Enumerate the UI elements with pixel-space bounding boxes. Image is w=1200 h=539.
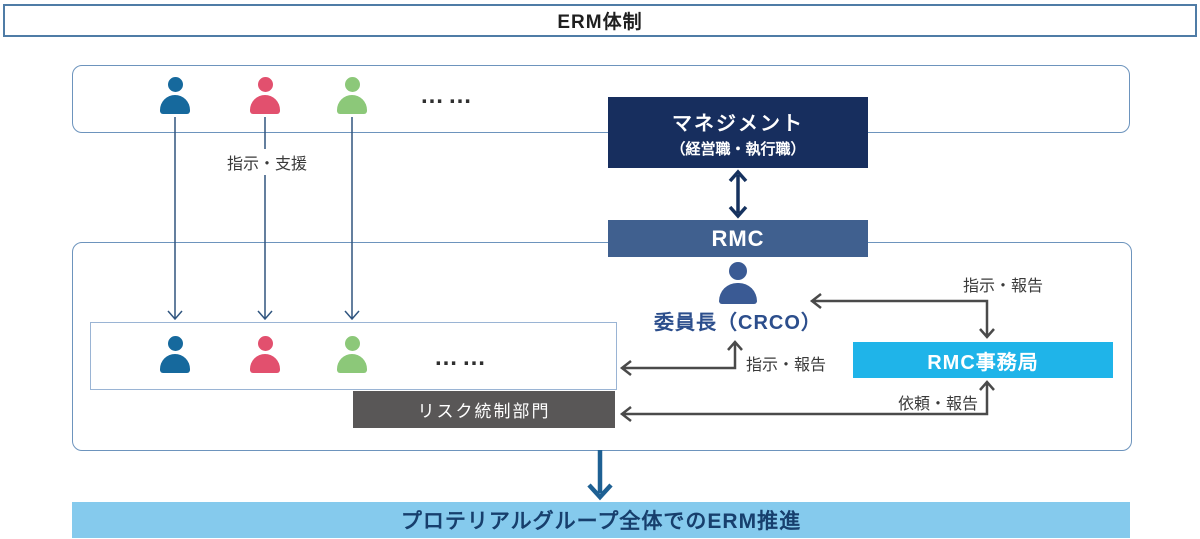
person-body xyxy=(337,95,367,114)
rmc-box: RMC xyxy=(608,220,868,257)
ellipsis-dots-lower: …… xyxy=(434,344,490,371)
management-title: マネジメント xyxy=(672,112,804,135)
group-companies-top-container xyxy=(72,65,1130,133)
person-head xyxy=(729,262,747,280)
management-rmc-double-arrow xyxy=(728,169,748,219)
rmc-office-label: RMC事務局 xyxy=(927,351,1039,374)
person-head xyxy=(167,77,183,92)
person-head xyxy=(257,77,273,92)
management-subtitle: （経営職・執行職） xyxy=(670,140,806,158)
rmc-label: RMC xyxy=(711,225,765,251)
management-box: マネジメント （経営職・執行職） xyxy=(608,97,868,168)
person-body xyxy=(160,95,190,114)
person-icon-green-lower xyxy=(335,336,369,373)
chairman-label: 委員長（CRCO） xyxy=(654,312,822,334)
person-icon-pink-lower xyxy=(248,336,282,373)
diagram-title: ERM体制 xyxy=(3,4,1197,37)
person-icon-chairman xyxy=(716,262,760,304)
person-icon-pink-top xyxy=(248,77,282,114)
instruction-support-label: 指示・支援 xyxy=(222,149,313,175)
person-icon-blue-lower xyxy=(158,336,192,373)
office-dept-arrow-label: 依頼・報告 xyxy=(898,396,979,413)
erm-promotion-label: プロテリアルグループ全体でのERM推進 xyxy=(400,510,802,533)
person-head xyxy=(344,77,360,92)
erm-promotion-bar: プロテリアルグループ全体でのERM推進 xyxy=(72,502,1130,538)
person-body xyxy=(160,354,190,373)
rmc-office-box: RMC事務局 xyxy=(853,342,1113,378)
risk-control-dept-label: リスク統制部門 xyxy=(417,402,551,421)
chairman-office-arrow-label: 指示・報告 xyxy=(963,278,1044,295)
ellipsis-dots-top: …… xyxy=(420,82,476,109)
person-body xyxy=(250,354,280,373)
dept-chairman-arrow-label: 指示・報告 xyxy=(746,357,827,374)
person-head xyxy=(167,336,183,351)
person-body xyxy=(719,283,757,304)
person-body xyxy=(337,354,367,373)
person-head xyxy=(344,336,360,351)
person-head xyxy=(257,336,273,351)
person-icon-blue-top xyxy=(158,77,192,114)
person-body xyxy=(250,95,280,114)
person-icon-green-top xyxy=(335,77,369,114)
diagram-title-text: ERM体制 xyxy=(557,12,643,33)
erm-promotion-arrow xyxy=(587,450,613,501)
risk-control-dept-box: リスク統制部門 xyxy=(353,391,615,428)
